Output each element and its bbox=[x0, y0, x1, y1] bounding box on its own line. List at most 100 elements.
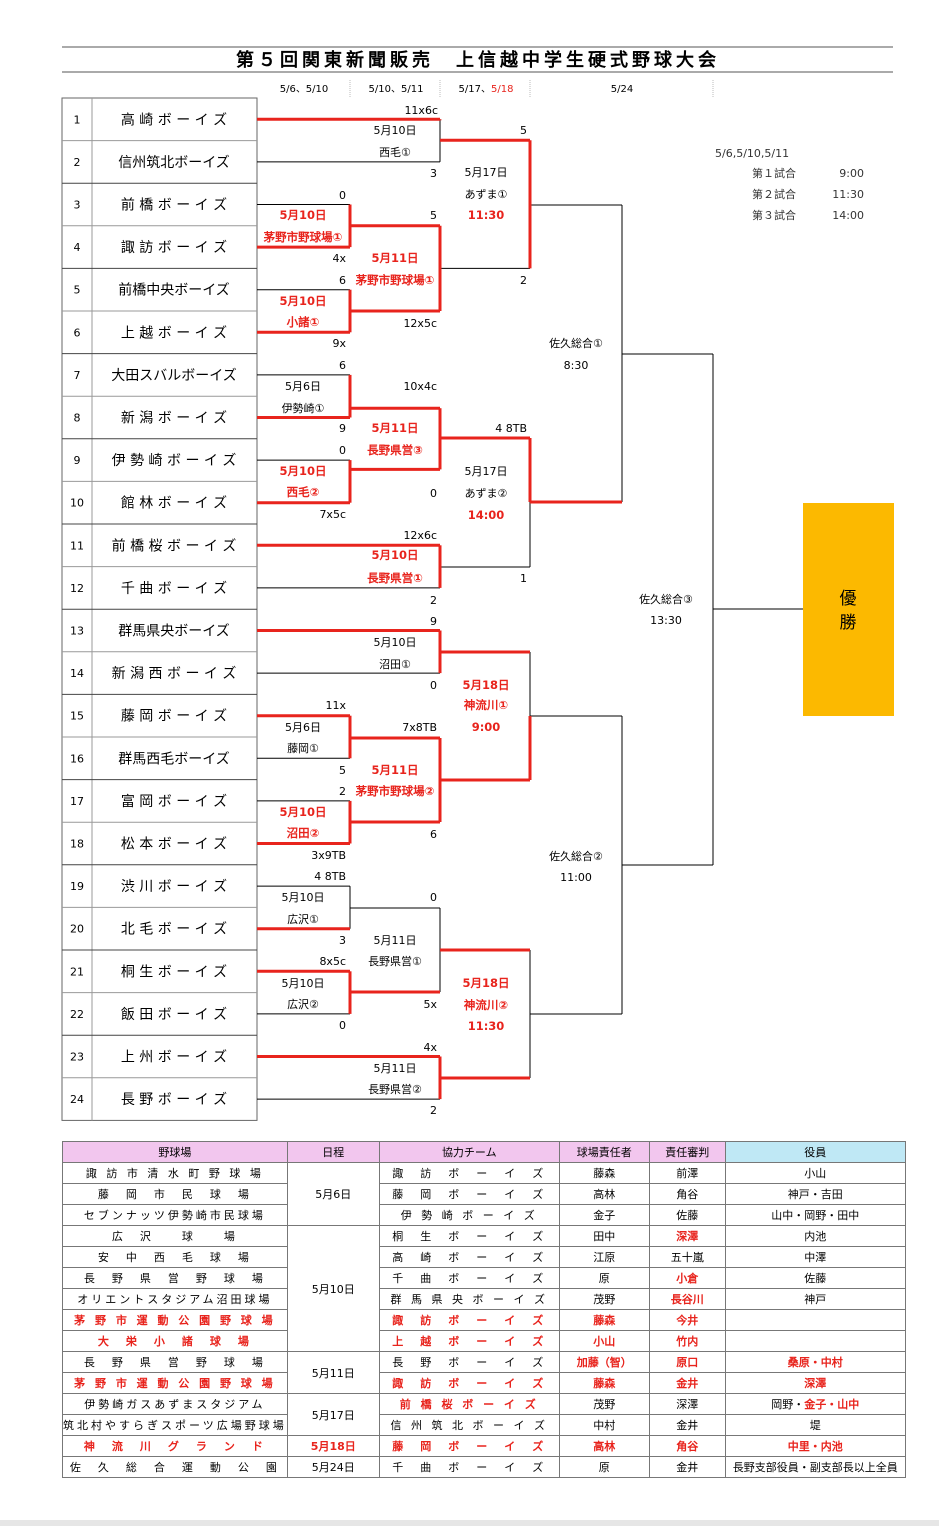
match-label: 13:30 bbox=[650, 614, 682, 627]
cell-stadium: 茅 野 市 運 動 公 園 野 球 場 bbox=[62, 1372, 288, 1394]
champion-box-fill bbox=[803, 503, 894, 716]
schedule-dates: 5/6,5/10,5/11 bbox=[715, 147, 789, 160]
champion-label: 優 bbox=[840, 589, 857, 609]
team-number: 8 bbox=[74, 412, 81, 425]
table-row: 大 栄 小 諸 球 場上 越 ボ ー イ ズ小山竹内 bbox=[62, 1330, 906, 1352]
team-number: 9 bbox=[74, 454, 81, 467]
team-number: 17 bbox=[70, 795, 84, 808]
match-label: 2 bbox=[430, 594, 437, 607]
cell-team: 千 曲 ボ ー イ ズ bbox=[378, 1267, 560, 1289]
table-header-row: 野球場日程協力チーム球場責任者責任審判役員 bbox=[62, 1141, 906, 1163]
team-number: 24 bbox=[70, 1093, 84, 1106]
cell-team: 前 橋 桜 ボ ー イ ズ bbox=[378, 1393, 560, 1415]
team-name: 諏 訪 ボ ー イ ズ bbox=[121, 240, 227, 256]
team-name: 新 潟 西 ボ ー イ ズ bbox=[112, 666, 237, 682]
match-label: 4x bbox=[423, 1041, 437, 1054]
match-label: 3 bbox=[430, 167, 437, 180]
cell-umpire: 角谷 bbox=[648, 1435, 726, 1457]
match-label: 5月10日 bbox=[282, 891, 325, 904]
team-name: 館 林 ボ ー イ ズ bbox=[121, 495, 227, 512]
match-label: 8x5c bbox=[319, 955, 346, 968]
champion-label: 勝 bbox=[840, 613, 857, 633]
game-slot-time: 11:30 bbox=[832, 188, 864, 201]
team-number: 13 bbox=[70, 625, 84, 638]
match-label: 5月10日 bbox=[279, 464, 326, 478]
cell-stadium: オリエントスタジアム沼田球場 bbox=[62, 1288, 288, 1310]
match-label: 西毛② bbox=[287, 485, 320, 499]
cell-manager: 中村 bbox=[558, 1414, 650, 1436]
match-label: 5月10日 bbox=[374, 636, 417, 649]
round-header: 5/24 bbox=[611, 84, 633, 95]
cell-date: 5月18日 bbox=[286, 1435, 380, 1457]
cell-manager: 茂野 bbox=[558, 1288, 650, 1310]
team-name: 桐 生 ボ ー イ ズ bbox=[121, 964, 227, 980]
cell-officials: 深澤 bbox=[724, 1372, 906, 1394]
match-label: 5 bbox=[430, 209, 437, 222]
match-label: 5月10日 bbox=[282, 977, 325, 990]
match-label: 5x bbox=[423, 998, 437, 1011]
team-number: 16 bbox=[70, 752, 84, 765]
match-label: 5月6日 bbox=[285, 721, 321, 734]
cell-stadium: 大 栄 小 諸 球 場 bbox=[62, 1330, 288, 1352]
team-name: 新 潟 ボ ー イ ズ bbox=[121, 411, 227, 427]
team-number: 19 bbox=[70, 880, 84, 893]
cell-officials: 岡野・金子・山中 bbox=[724, 1393, 906, 1415]
match-label: 長野県営① bbox=[367, 571, 423, 585]
match-label: 4 8TB bbox=[495, 422, 527, 435]
match-label: 5月10日 bbox=[279, 805, 326, 819]
match-label: 小諸① bbox=[286, 315, 320, 329]
match-label: 9 bbox=[430, 615, 437, 628]
cell-umpire: 小倉 bbox=[648, 1267, 726, 1289]
team-number: 15 bbox=[70, 710, 84, 723]
team-number: 3 bbox=[74, 199, 81, 212]
table-row: オリエントスタジアム沼田球場群 馬 県 央 ボ ー イ ズ茂野長谷川神戸 bbox=[62, 1288, 906, 1310]
match-label: 0 bbox=[339, 189, 346, 202]
cell-manager: 原 bbox=[558, 1267, 650, 1289]
cell-manager: 田中 bbox=[558, 1225, 650, 1247]
cell-stadium: 佐 久 総 合 運 動 公 園 bbox=[62, 1456, 288, 1478]
match-label: 11:00 bbox=[560, 871, 592, 884]
column-header: 協力チーム bbox=[378, 1141, 560, 1163]
match-label: 11x bbox=[325, 699, 346, 712]
match-label: 5月6日 bbox=[285, 380, 321, 393]
match-label: 長野県営② bbox=[368, 1082, 422, 1096]
match-label: 5月10日 bbox=[279, 294, 326, 308]
match-label: 6 bbox=[339, 359, 346, 372]
match-label: 5月17日 bbox=[465, 166, 508, 179]
round-header: 5/6、5/10 bbox=[280, 84, 329, 95]
team-name: 長 野 ボ ー イ ズ bbox=[121, 1092, 227, 1108]
match-label: 0 bbox=[430, 891, 437, 904]
cell-team: 諏 訪 ボ ー イ ズ bbox=[378, 1162, 560, 1184]
match-label: 6 bbox=[339, 274, 346, 287]
match-label: 11:30 bbox=[468, 1019, 505, 1033]
match-label: 9 bbox=[339, 422, 346, 435]
cell-team: 長 野 ボ ー イ ズ bbox=[378, 1351, 560, 1373]
match-label: 5月10日 bbox=[279, 208, 326, 222]
cell-team: 高 崎 ボ ー イ ズ bbox=[378, 1246, 560, 1268]
cell-umpire: 深澤 bbox=[648, 1225, 726, 1247]
team-name: 北 毛 ボ ー イ ズ bbox=[121, 922, 227, 938]
match-label: 藤岡① bbox=[287, 742, 319, 755]
match-label: 0 bbox=[339, 1019, 346, 1032]
cell-umpire: 原口 bbox=[648, 1351, 726, 1373]
match-label: 3x9TB bbox=[311, 849, 346, 862]
cell-umpire: 深澤 bbox=[648, 1393, 726, 1415]
match-label: 5月10日 bbox=[374, 124, 417, 137]
cell-umpire: 五十嵐 bbox=[648, 1246, 726, 1268]
cell-team: 藤 岡 ボ ー イ ズ bbox=[378, 1435, 560, 1457]
team-name: 上 越 ボ ー イ ズ bbox=[121, 325, 227, 341]
cell-manager: 茂野 bbox=[558, 1393, 650, 1415]
cell-team: 諏 訪 ボ ー イ ズ bbox=[378, 1372, 560, 1394]
team-name: 藤 岡 ボ ー イ ズ bbox=[121, 709, 227, 725]
cell-umpire: 前澤 bbox=[648, 1162, 726, 1184]
match-label: 5月11日 bbox=[374, 1062, 417, 1075]
team-number: 10 bbox=[70, 497, 84, 510]
match-label: 5月11日 bbox=[374, 934, 417, 947]
cell-manager: 藤森 bbox=[558, 1372, 650, 1394]
cell-manager: 高林 bbox=[558, 1435, 650, 1457]
cell-officials: 堤 bbox=[724, 1414, 906, 1436]
column-header: 野球場 bbox=[62, 1141, 288, 1163]
